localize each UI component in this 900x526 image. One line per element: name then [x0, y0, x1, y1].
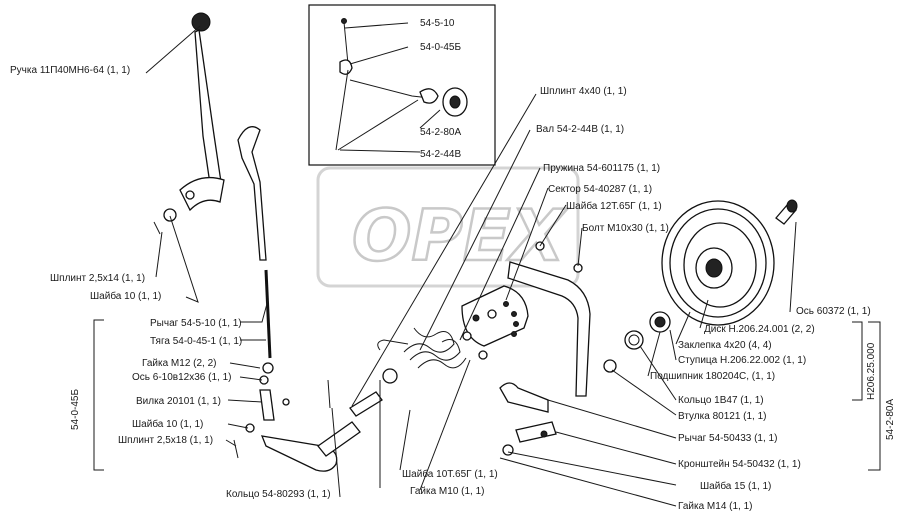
- right-bracket: [499, 241, 671, 456]
- label-disc: Диск Н.206.24.001 (2, 2): [704, 324, 815, 335]
- label-axle-60372: Ось 60372 (1, 1): [796, 306, 871, 317]
- label-nut-m14: Гайка М14 (1, 1): [678, 501, 753, 512]
- watermark: OPEX: [316, 166, 580, 288]
- label-washer-10-top: Шайба 10 (1, 1): [90, 290, 161, 302]
- label-cotter-pin-4x40: Шплинт 4х40 (1, 1): [540, 86, 627, 97]
- watermark-text: OPEX: [352, 195, 568, 277]
- label-washer-10t: Шайба 10Т.65Г (1, 1): [402, 468, 498, 480]
- label-ring-54-80293: Кольцо 54-80293 (1, 1): [226, 489, 331, 500]
- label-handle: Ручка 11П40МН6-64 (1, 1): [10, 65, 130, 76]
- label-nut-m10: Гайка М10 (1, 1): [410, 486, 485, 497]
- leader-lines: [93, 25, 881, 507]
- label-cotter-pin-2: Шплинт 2,5х18 (1, 1): [118, 435, 213, 446]
- handle-knob: [191, 12, 211, 32]
- label-cotter-pin-1: Шплинт 2,5х14 (1, 1): [50, 273, 145, 284]
- left-lever-assembly: [153, 12, 290, 459]
- label-rod: Тяга 54-0-45-1 (1, 1): [150, 336, 242, 347]
- label-rivet: Заклепка 4х20 (4, 4): [678, 340, 772, 351]
- label-lever-54-5-10: Рычаг 54-5-10 (1, 1): [150, 318, 242, 329]
- label-bracket: Кронштейн 54-50432 (1, 1): [678, 459, 801, 470]
- label-washer-10-bottom: Шайба 10 (1, 1): [132, 418, 203, 430]
- label-nut-m12: Гайка М12 (2, 2): [142, 358, 217, 369]
- label-axle-6-10: Ось 6-10в12х36 (1, 1): [132, 372, 231, 383]
- label-hub: Ступица Н.206.22.002 (1, 1): [678, 355, 806, 366]
- callout-labels: Ручка 11П40МН6-64 (1, 1) Шплинт 2,5х14 (…: [10, 65, 896, 512]
- inset-detail: 54-5-10 54-0-45Б 54-2-80А 54-2-44В: [308, 4, 496, 166]
- label-washer-15: Шайба 15 (1, 1): [700, 480, 771, 492]
- inset-label-assembly: 54-0-45Б: [420, 42, 461, 53]
- label-ring-1v47: Кольцо 1В47 (1, 1): [678, 395, 764, 406]
- lower-linkage: [260, 368, 398, 472]
- label-group-left: 54-0-45Б: [70, 389, 81, 430]
- label-bearing: Подшипник 180204С, (1, 1): [650, 371, 775, 382]
- label-group-right: 54-2-80А: [885, 399, 896, 440]
- label-bolt-m10: Болт М10х30 (1, 1): [582, 223, 669, 234]
- inset-label-shaft: 54-2-44В: [420, 149, 461, 160]
- label-fork: Вилка 20101 (1, 1): [136, 396, 221, 407]
- label-lever-54-50433: Рычаг 54-50433 (1, 1): [678, 433, 777, 444]
- inset-label-wheel: 54-2-80А: [420, 127, 461, 138]
- label-group-hub: Н206.25.000: [866, 342, 877, 400]
- inset-label-lever: 54-5-10: [420, 18, 455, 29]
- hub-disc: [661, 199, 798, 326]
- label-spring: Пружина 54-601175 (1, 1): [543, 163, 660, 174]
- label-bushing: Втулка 80121 (1, 1): [678, 411, 767, 422]
- label-shaft: Вал 54-2-44В (1, 1): [536, 124, 624, 135]
- label-washer-12t: Шайба 12Т.65Г (1, 1): [566, 200, 662, 212]
- label-sector: Сектор 54-40287 (1, 1): [548, 184, 652, 195]
- spring-sector: [377, 285, 529, 369]
